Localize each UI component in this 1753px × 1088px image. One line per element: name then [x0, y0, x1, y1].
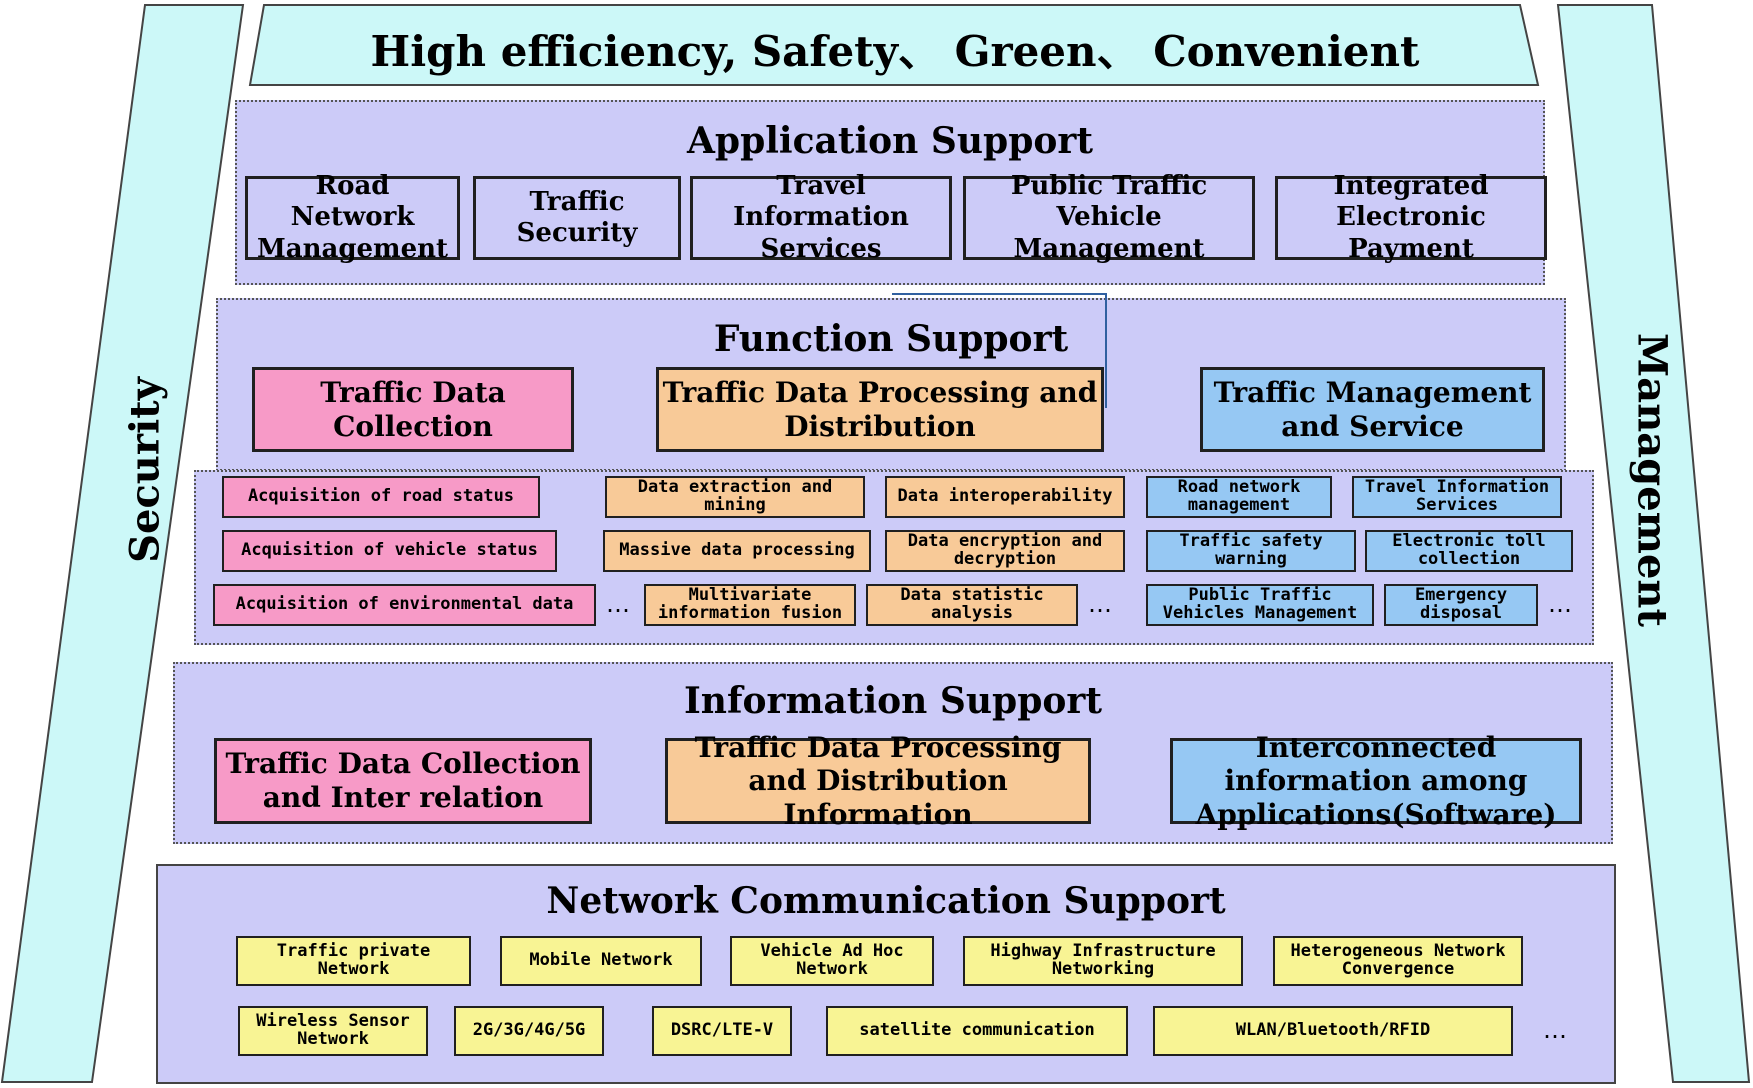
function-traffic-data-processing: Traffic Data Processing and Distribution [656, 367, 1104, 452]
info-interconnected-applications: Interconnected information among Applica… [1170, 731, 1582, 831]
info-traffic-data-processing: Traffic Data Processing and Distribution… [665, 731, 1091, 831]
management-label: Management [1628, 333, 1676, 627]
management-public-traffic-vehicles: Public Traffic Vehicles Management [1146, 584, 1374, 626]
net-wlan-bluetooth-rfid: WLAN/Bluetooth/RFID [1153, 1006, 1513, 1056]
management-travel-information: Travel Information Services [1352, 476, 1562, 518]
processing-multivariate-fusion: Multivariate information fusion [644, 584, 856, 626]
security-pillar [0, 4, 245, 1083]
management-electronic-toll: Electronic toll collection [1365, 530, 1573, 572]
collection-road-status: Acquisition of road status [222, 476, 540, 518]
function-support-title: Function Support [713, 318, 1069, 360]
collection-ellipsis: … [606, 590, 630, 618]
network-ellipsis: … [1543, 1016, 1567, 1044]
collection-vehicle-status: Acquisition of vehicle status [222, 530, 557, 572]
management-emergency-disposal: Emergency disposal [1384, 584, 1538, 626]
goal-banner-title: High efficiency, Safety、 Green、 Convenie… [370, 26, 1420, 76]
processing-data-encryption: Data encryption and decryption [885, 530, 1125, 572]
net-satellite-communication: satellite communication [826, 1006, 1128, 1056]
function-traffic-management-service: Traffic Management and Service [1200, 367, 1545, 452]
goal-banner-shape [248, 4, 1540, 86]
collection-environmental-data: Acquisition of environmental data [213, 584, 596, 626]
processing-massive-data: Massive data processing [603, 530, 871, 572]
net-dsrc-lte-v: DSRC/LTE-V [652, 1006, 792, 1056]
processing-statistic-analysis: Data statistic analysis [866, 584, 1078, 626]
function-traffic-data-collection: Traffic Data Collection [252, 367, 574, 452]
net-traffic-private-network: Traffic private Network [236, 936, 471, 986]
net-wireless-sensor-network: Wireless Sensor Network [238, 1006, 428, 1056]
processing-ellipsis: … [1088, 590, 1112, 618]
net-highway-infrastructure: Highway Infrastructure Networking [963, 936, 1243, 986]
net-2g-3g-4g-5g: 2G/3G/4G/5G [454, 1006, 604, 1056]
network-communication-title: Network Communication Support [546, 880, 1226, 922]
connector-line [892, 293, 1107, 408]
net-vehicle-ad-hoc-network: Vehicle Ad Hoc Network [730, 936, 934, 986]
app-traffic-security: Traffic Security [473, 176, 681, 260]
management-ellipsis: … [1548, 590, 1572, 618]
app-public-traffic-vehicle-management: Public Traffic Vehicle Management [963, 171, 1255, 264]
management-traffic-safety-warning: Traffic safety warning [1146, 530, 1356, 572]
net-mobile-network: Mobile Network [500, 936, 702, 986]
app-road-network-management: Road Network Management [245, 171, 460, 264]
net-heterogeneous-convergence: Heterogeneous Network Convergence [1273, 936, 1523, 986]
app-travel-information-services: Travel Information Services [690, 171, 952, 264]
processing-data-interoperability: Data interoperability [885, 476, 1125, 518]
app-integrated-electronic-payment: Integrated Electronic Payment [1275, 171, 1547, 264]
processing-data-extraction: Data extraction and mining [605, 476, 865, 518]
application-support-title: Application Support [686, 120, 1094, 162]
management-pillar [1556, 4, 1751, 1083]
management-road-network: Road network management [1146, 476, 1332, 518]
information-support-title: Information Support [683, 680, 1103, 722]
security-label: Security [121, 377, 169, 563]
info-traffic-data-collection: Traffic Data Collection and Inter relati… [214, 738, 592, 824]
